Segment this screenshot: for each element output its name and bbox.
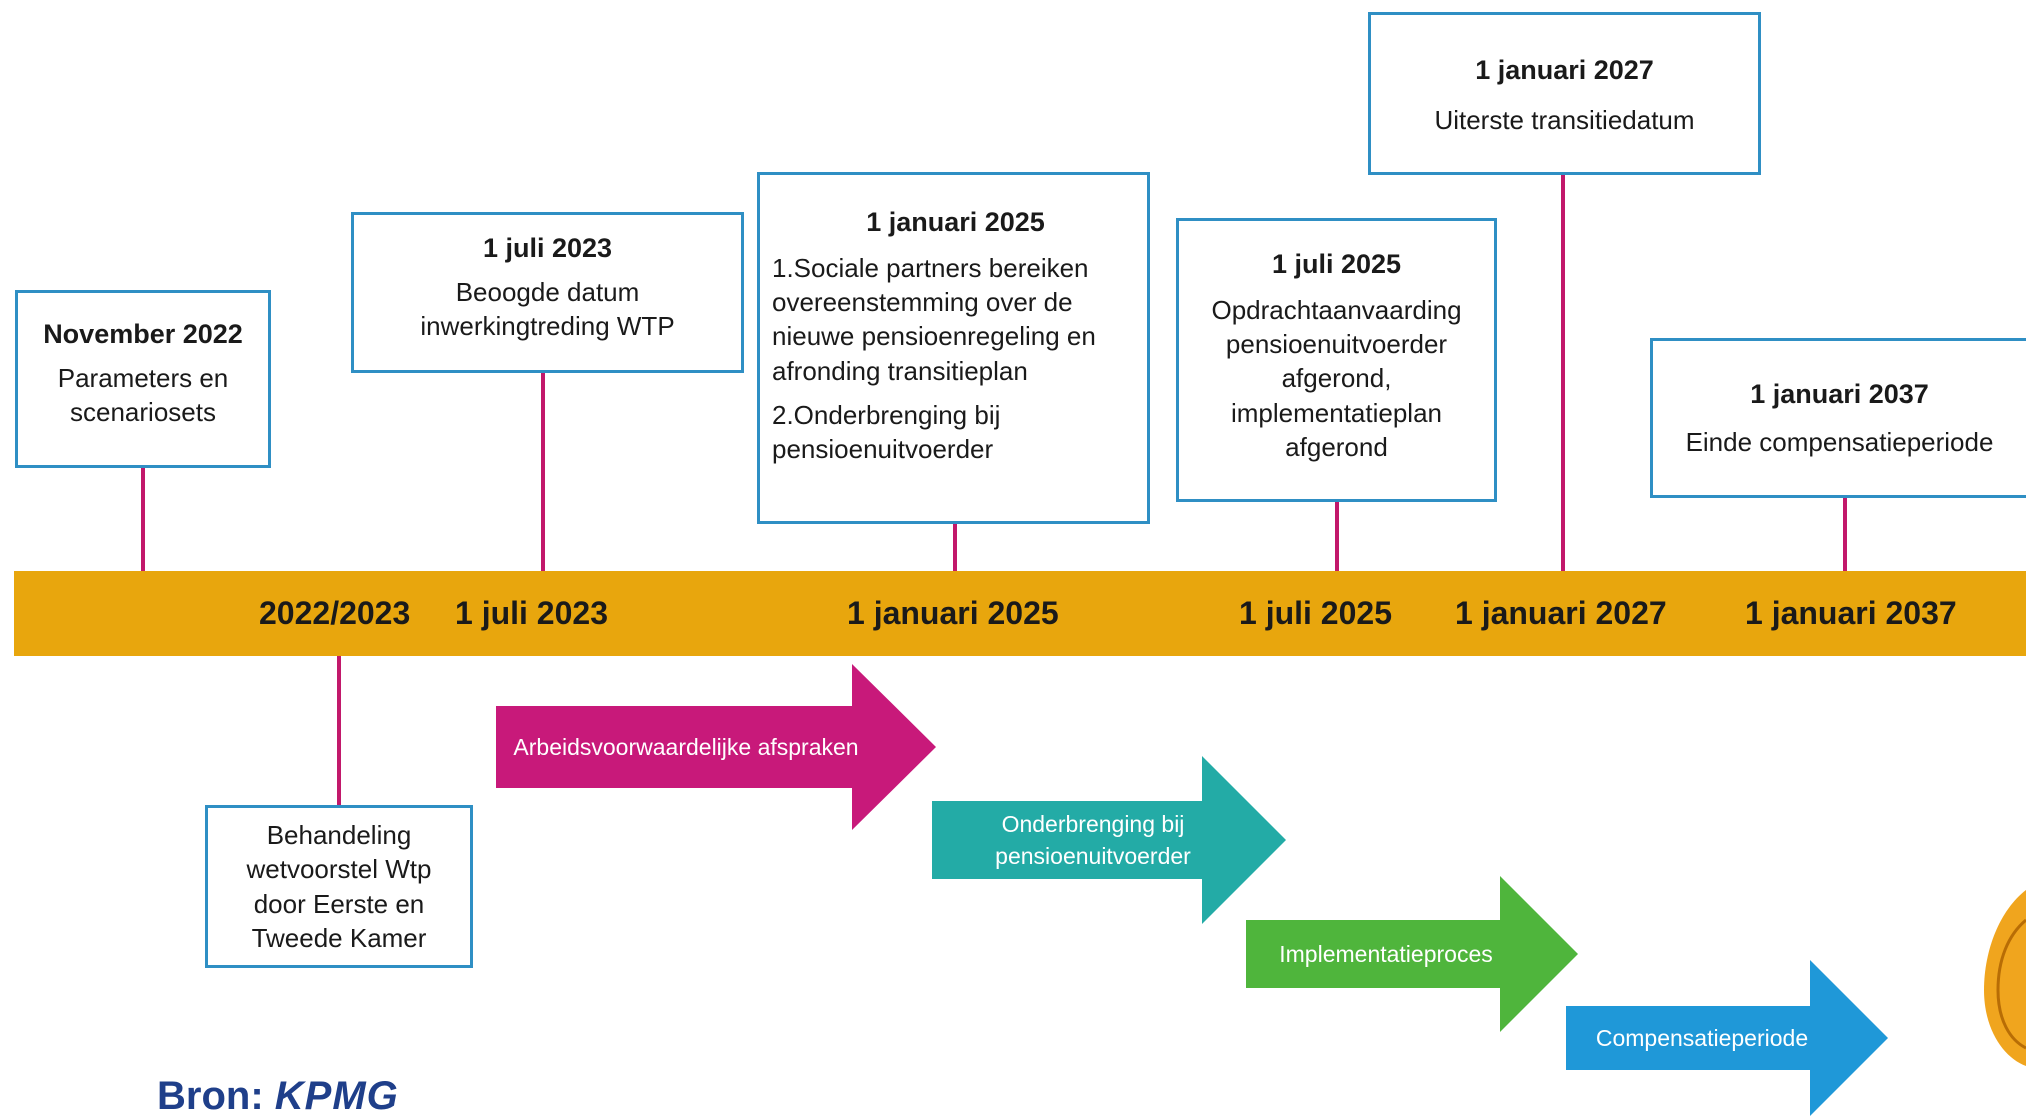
timeline-band [14, 571, 2026, 656]
milestone-text: Parameters en [57, 362, 229, 393]
milestone-text: Uiterste transitiedatum [1434, 104, 1695, 135]
arrow-shape [496, 664, 936, 830]
source-prefix: Bron: [157, 1074, 264, 1118]
arrow-shape [932, 756, 1286, 924]
milestone-title: 1 juli 2023 [482, 233, 613, 263]
timeline-label-januari-2025: 1 januari 2025 [847, 595, 1059, 631]
milestone-text: wetvoorstel Wtp [246, 854, 432, 885]
milestone-text: afgerond, [1281, 363, 1392, 394]
milestone-text: inwerkingtreding WTP [420, 310, 675, 341]
milestone-box-juli-2025: 1 juli 2025 Opdrachtaanvaarding pensioen… [1176, 218, 1497, 502]
milestone-text: Beoogde datum [455, 276, 640, 307]
connector-nov2022 [141, 468, 145, 571]
milestone-title: 1 januari 2027 [1475, 55, 1654, 85]
kpmg-logo: KPMG [274, 1074, 399, 1118]
connector-juli2023 [541, 373, 545, 571]
connector-juli2025 [1335, 502, 1339, 571]
source-credit: Bron: KPMG [157, 1074, 399, 1119]
arrow-implementatieproces [1246, 876, 1578, 1032]
milestone-text: Behandeling [266, 820, 412, 850]
arrow-onderbrenging [932, 756, 1286, 924]
arrow-arbeidsvoorwaardelijke [496, 664, 936, 830]
timeline-label-2022-2023: 2022/2023 [259, 595, 411, 631]
connector-jan2027 [1561, 175, 1565, 571]
timeline-label-januari-2027: 1 januari 2027 [1455, 595, 1667, 631]
arrow-label-onderbrenging: Onderbrenging bij pensioenuitvoerder [995, 810, 1191, 869]
milestone-text: scenariosets [70, 396, 216, 427]
milestone-text: door Eerste en [253, 888, 425, 919]
milestone-title: 1 januari 2025 [866, 207, 1045, 237]
connector-jan2037 [1843, 498, 1847, 571]
arrow-shape [1566, 960, 1888, 1116]
milestone-text: pensioenuitvoerder [1225, 328, 1448, 359]
milestone-text: Einde compensatieperiode [1685, 426, 1994, 457]
timeline-label-juli-2023: 1 juli 2023 [455, 595, 608, 631]
milestone-box-januari-2037: 1 januari 2037 Einde compensatieperiode [1650, 338, 2026, 498]
arrow-label-compensatieperiode: Compensatieperiode [1595, 1024, 1809, 1051]
milestone-text: Opdrachtaanvaarding [1211, 294, 1462, 325]
milestone-box-juli-2023: 1 juli 2023 Beoogde datum inwerkingtredi… [351, 212, 744, 373]
arrow-compensatieperiode [1566, 960, 1888, 1116]
timeline-label-januari-2037: 1 januari 2037 [1745, 595, 1957, 631]
milestone-title: November 2022 [43, 319, 243, 349]
milestone-box-januari-2025: 1 januari 2025 1.Sociale partners bereik… [757, 172, 1150, 524]
milestone-item: 1.Sociale partners bereiken overeenstemm… [772, 252, 1096, 386]
milestone-title: 1 januari 2037 [1750, 379, 1929, 409]
milestone-box-behandeling: Behandeling wetvoorstel Wtp door Eerste … [205, 805, 473, 968]
arrow-shape [1246, 876, 1578, 1032]
timeline-label-juli-2025: 1 juli 2025 [1239, 595, 1392, 631]
milestone-text: implementatieplan [1230, 397, 1442, 428]
milestone-text: afgerond [1285, 431, 1388, 462]
milestone-title: 1 juli 2025 [1271, 249, 1402, 279]
milestone-text: Tweede Kamer [251, 922, 427, 953]
arrow-label-arbeidsvoorwaardelijke: Arbeidsvoorwaardelijke afspraken [513, 733, 859, 760]
milestone-item: 2.Onderbrenging bij pensioenuitvoerder [772, 399, 1001, 465]
milestone-box-november-2022: November 2022 Parameters en scenariosets [15, 290, 271, 468]
milestone-box-januari-2027: 1 januari 2027 Uiterste transitiedatum [1368, 12, 1761, 175]
connector-behandeling [337, 656, 341, 805]
connector-jan2025 [953, 524, 957, 571]
decorative-figure-icon [1984, 890, 2026, 1066]
arrow-label-implementatieproces: Implementatieproces [1279, 940, 1493, 967]
